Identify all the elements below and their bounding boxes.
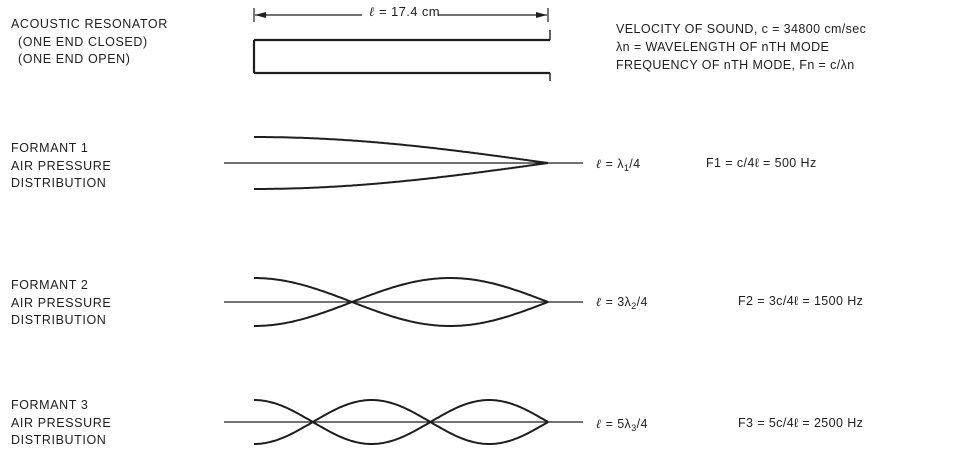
formant-3-upper-envelope xyxy=(254,399,549,445)
ell-symbol: ℓ xyxy=(369,5,375,20)
frequency-line: FREQUENCY OF nTH MODE, Fn = c/λn xyxy=(616,58,855,72)
ell-symbol: ℓ xyxy=(596,416,602,431)
resonator-title: ACOUSTIC RESONATOR (ONE END CLOSED) (ONE… xyxy=(11,16,168,69)
formant-label-line: DISTRIBUTION xyxy=(11,313,107,327)
formant-1-frequency: F1 = c/4ℓ = 500 Hz xyxy=(706,156,817,170)
formant-3-frequency: F3 = 5c/4ℓ = 2500 Hz xyxy=(738,416,864,430)
formant-1-lower-envelope xyxy=(254,162,549,190)
pressure-distributions xyxy=(224,136,583,445)
formant-label-line: FORMANT 2 xyxy=(11,278,89,292)
ell-symbol: ℓ xyxy=(596,156,602,171)
relation-tail: /4 xyxy=(636,295,648,309)
dimension-arrow-right xyxy=(536,12,547,18)
formant-1-upper-envelope xyxy=(254,136,549,164)
formant-2-frequency: F2 = 3c/4ℓ = 1500 Hz xyxy=(738,294,864,308)
relation-text: = 3λ xyxy=(605,295,632,309)
formant-label-line: FORMANT 3 xyxy=(11,398,89,412)
relation-text: = 5λ xyxy=(605,417,632,431)
formant-1-relation: ℓ = λ1/4 xyxy=(596,156,641,173)
relation-tail: /4 xyxy=(629,157,641,171)
ell-symbol: ℓ xyxy=(596,294,602,309)
velocity-line: VELOCITY OF SOUND, c = 34800 cm/sec xyxy=(616,22,867,36)
formant-3-label: FORMANT 3 AIR PRESSURE DISTRIBUTION xyxy=(11,397,111,450)
formant-2-relation: ℓ = 3λ2/4 xyxy=(596,294,648,311)
length-value: = 17.4 cm xyxy=(378,4,441,19)
formant-label-line: AIR PRESSURE xyxy=(11,415,112,430)
relation-tail: /4 xyxy=(636,417,648,431)
formant-2-label: FORMANT 2 AIR PRESSURE DISTRIBUTION xyxy=(11,277,111,330)
relation-subscript: 1 xyxy=(623,163,630,173)
resonator-title-line: (ONE END CLOSED) xyxy=(18,34,148,49)
formant-2-upper-envelope xyxy=(254,277,549,327)
formant-label-line: AIR PRESSURE xyxy=(11,295,112,310)
formant-3-lower-envelope xyxy=(254,399,549,445)
relation-subscript: 3 xyxy=(631,423,637,433)
formant-2-lower-envelope xyxy=(254,277,549,327)
formant-label-line: DISTRIBUTION xyxy=(11,176,107,190)
resonator-title-line: ACOUSTIC RESONATOR xyxy=(11,17,168,31)
resonator-tube xyxy=(252,8,551,81)
relation-text: = λ xyxy=(605,157,624,171)
length-dimension-label: ℓ = 17.4 cm xyxy=(369,4,440,20)
dimension-arrow-left xyxy=(255,12,266,18)
formant-label-line: AIR PRESSURE xyxy=(11,158,112,173)
formant-1-label: FORMANT 1 AIR PRESSURE DISTRIBUTION xyxy=(11,140,111,193)
resonator-title-line: (ONE END OPEN) xyxy=(18,52,131,66)
formant-label-line: FORMANT 1 xyxy=(11,141,89,155)
formant-label-line: DISTRIBUTION xyxy=(11,433,107,447)
wavelength-line: λn = WAVELENGTH OF nTH MODE xyxy=(616,40,830,54)
formant-3-relation: ℓ = 5λ3/4 xyxy=(596,416,648,433)
relation-subscript: 2 xyxy=(631,301,637,311)
constants-block: VELOCITY OF SOUND, c = 34800 cm/sec λn =… xyxy=(616,20,866,74)
